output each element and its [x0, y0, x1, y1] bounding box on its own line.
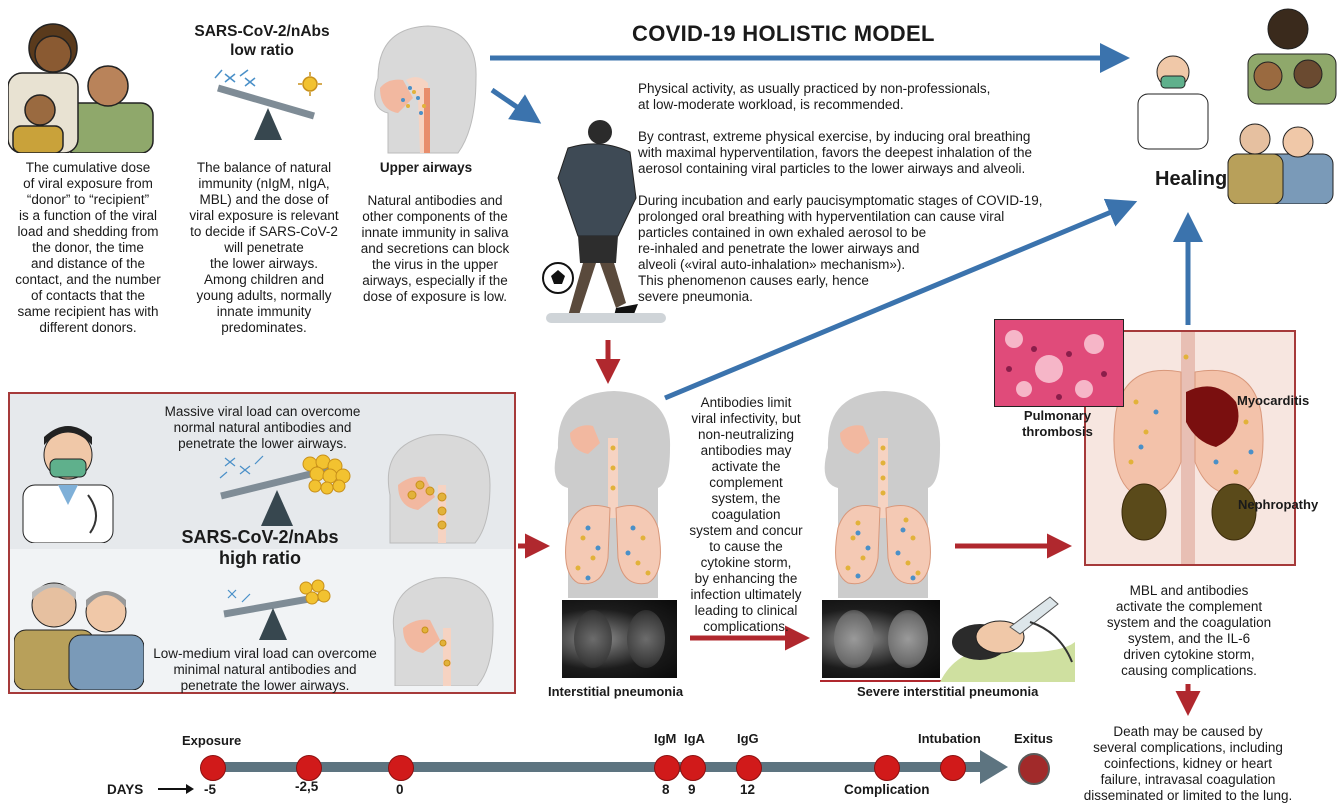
days-label: DAYS	[107, 782, 143, 797]
timeline-dot-exposure	[200, 755, 226, 781]
timeline-dot-day-0	[388, 755, 414, 781]
timeline-dot-exitus	[1018, 753, 1050, 785]
day-0: 0	[396, 782, 404, 797]
timeline-dot-igm	[654, 755, 680, 781]
timeline-dot-igg	[736, 755, 762, 781]
day-9: 9	[688, 782, 696, 797]
day-8: 8	[662, 782, 670, 797]
timeline-label-igg: IgG	[737, 731, 759, 746]
timeline-label-exitus: Exitus	[1014, 731, 1053, 746]
day-minus-5: -5	[204, 782, 216, 797]
timeline-label-exposure: Exposure	[182, 733, 241, 748]
timeline-label-intubation: Intubation	[918, 731, 981, 746]
day-minus-2-5: -2,5	[295, 779, 318, 794]
timeline-dot-intubation	[940, 755, 966, 781]
timeline-dot-complication	[874, 755, 900, 781]
complication-label: Complication	[844, 782, 930, 797]
timeline-dot-iga	[680, 755, 706, 781]
timeline-dot-minus-2-5	[296, 755, 322, 781]
timeline-label-iga: IgA	[684, 731, 705, 746]
timeline-label-igm: IgM	[654, 731, 676, 746]
day-12: 12	[740, 782, 755, 797]
